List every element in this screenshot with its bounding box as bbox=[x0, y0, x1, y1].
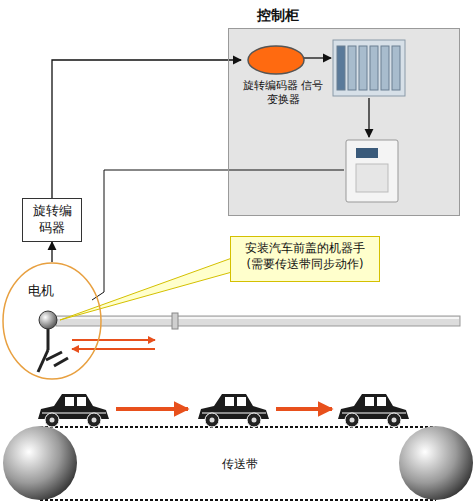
motion-arrow bbox=[116, 407, 188, 411]
node-text: 旋转编码器 信号变换器 bbox=[241, 79, 325, 107]
robot-arm bbox=[38, 311, 68, 372]
signal-connector bbox=[52, 60, 241, 198]
rotary-encoder-box: 旋转编 码器 bbox=[22, 198, 82, 242]
rail bbox=[56, 316, 460, 326]
plc-unit bbox=[333, 40, 405, 96]
belt-label: 传送带 bbox=[210, 456, 270, 473]
cabinet-ground bbox=[228, 28, 460, 216]
car bbox=[198, 394, 269, 427]
belt-wheel bbox=[399, 426, 473, 500]
belt-bottom bbox=[40, 499, 436, 501]
motion-arrow bbox=[72, 348, 155, 350]
rail-joint bbox=[172, 313, 178, 329]
signal-wire bbox=[368, 98, 369, 137]
converter-oval bbox=[241, 43, 311, 77]
signal-connector bbox=[51, 242, 52, 262]
motor-ring bbox=[2, 262, 102, 380]
belt-top bbox=[40, 426, 436, 428]
car bbox=[38, 394, 109, 427]
car bbox=[338, 394, 409, 427]
control-cabinet: 控制柜旋转编码器 信号变换器 bbox=[228, 28, 460, 216]
motion-arrow bbox=[72, 339, 155, 341]
callout-pointer bbox=[60, 258, 232, 320]
robot-callout: 安装汽车前盖的机器手 (需要传送带同步动作) bbox=[230, 236, 380, 282]
motion-arrow bbox=[276, 407, 332, 411]
motor-region: 电机 bbox=[2, 262, 102, 380]
encoder-converter: 旋转编码器 信号变换器 bbox=[241, 43, 325, 113]
node-text: 控制柜 bbox=[257, 7, 299, 25]
node-text: 旋转编 码器 bbox=[29, 203, 75, 237]
node-text: 电机 bbox=[28, 282, 54, 300]
belt-wheel bbox=[3, 426, 77, 500]
inverter-unit bbox=[346, 140, 398, 202]
node-text: 安装汽车前盖的机器手 (需要传送带同步动作) bbox=[237, 241, 373, 272]
signal-wire bbox=[302, 57, 331, 58]
